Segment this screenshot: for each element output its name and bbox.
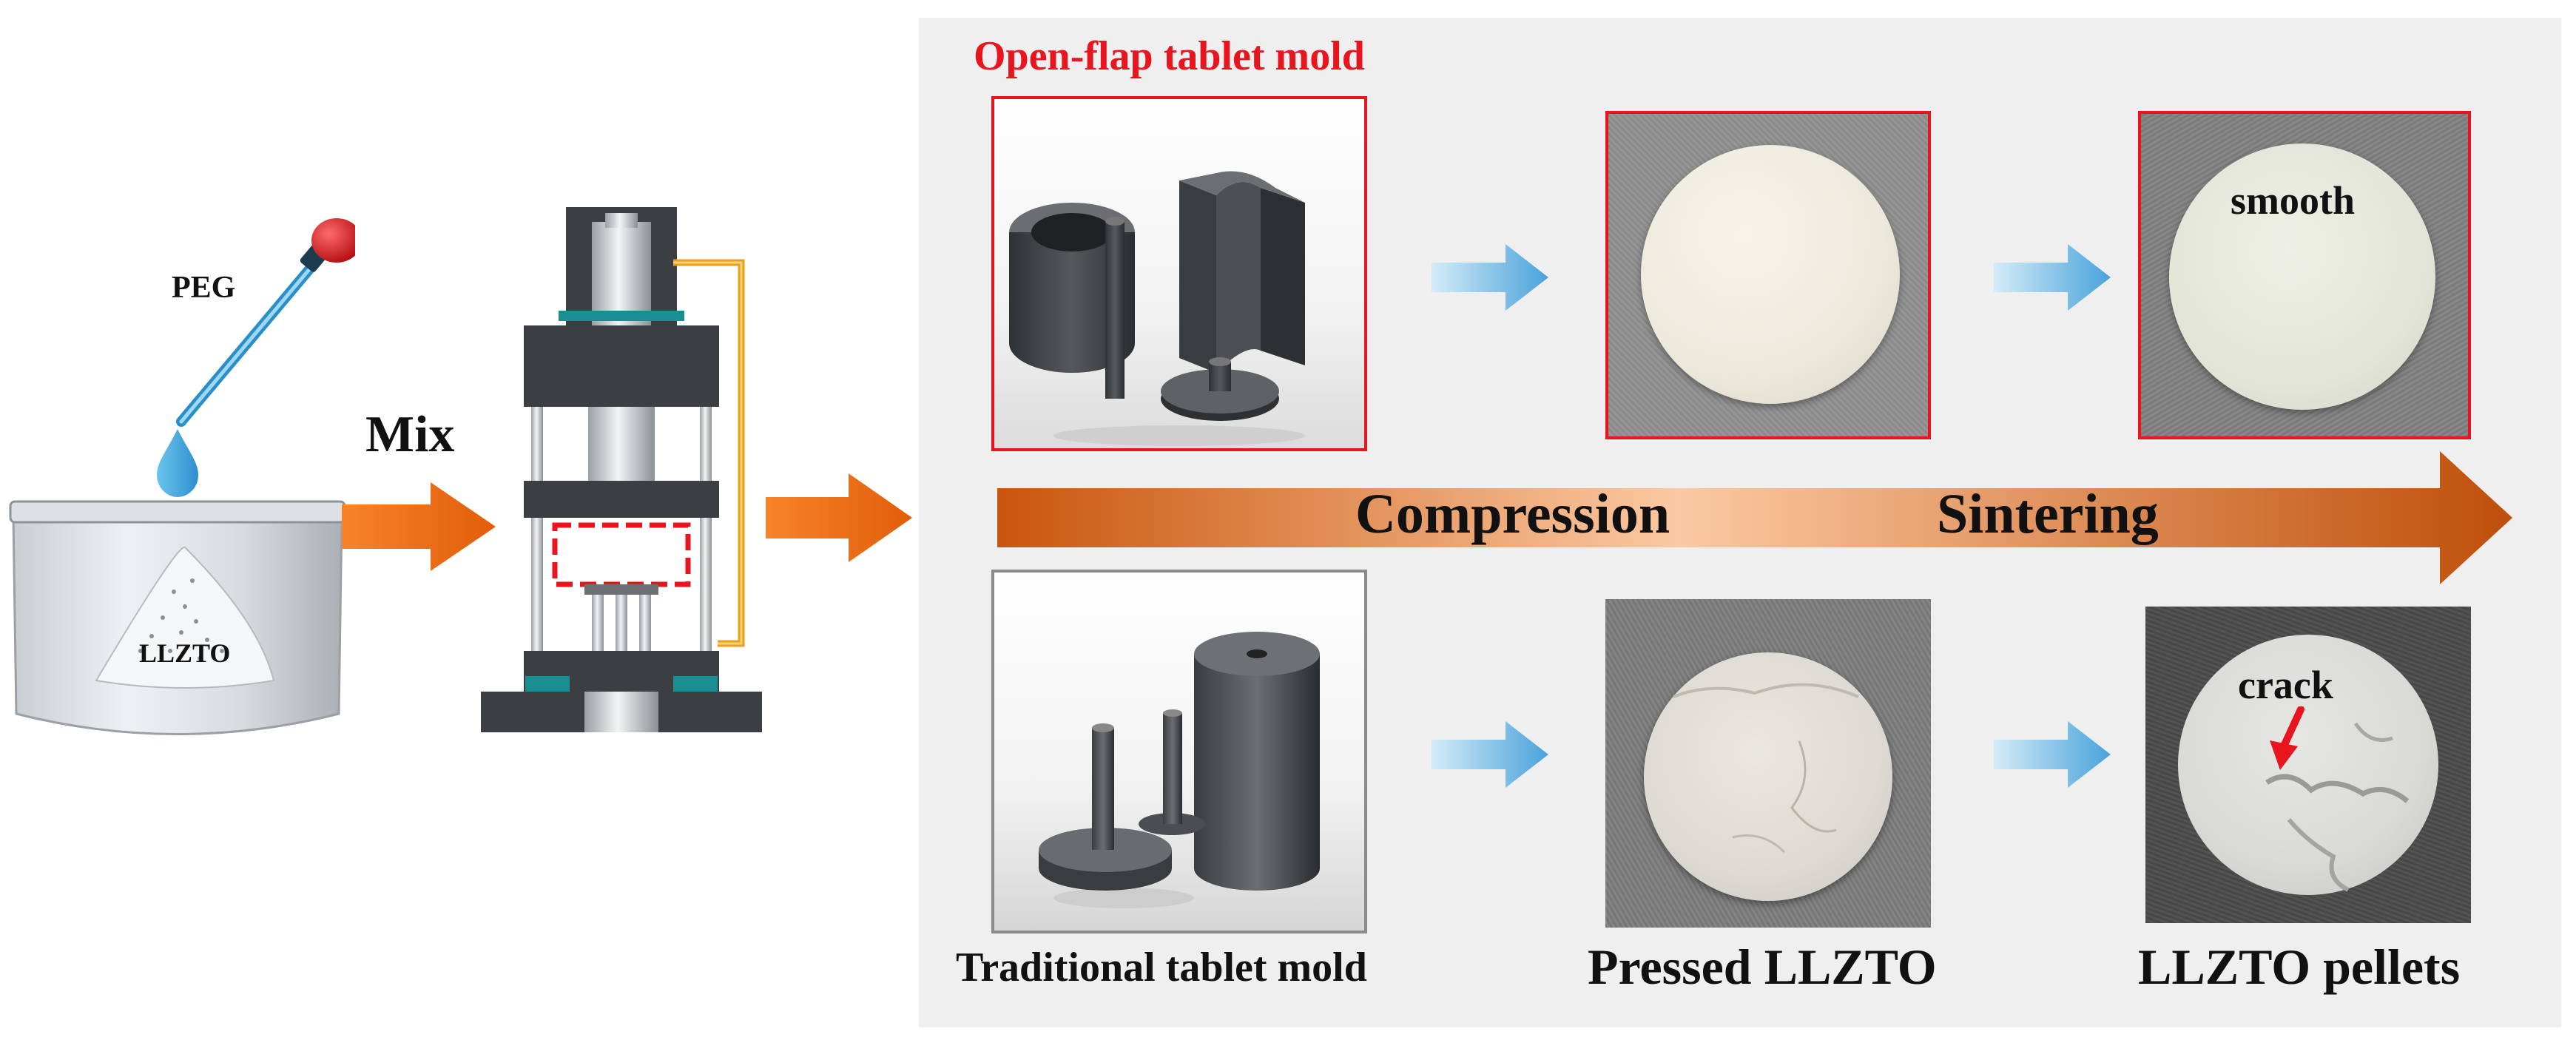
hydraulic-press-illustration [481,207,762,732]
crack-texture-icon [2265,722,2410,892]
llzto-beaker-label: LLZTO [139,638,231,668]
traditional-mold-image [991,570,1367,933]
traditional-mold-label: Traditional tablet mold [956,945,1367,990]
pellet-disk [2169,143,2435,410]
traditional-mold-icon [1039,632,1320,908]
pellet-disk [2178,635,2438,895]
crack-label: crack [2238,663,2333,707]
llzto-pellets-label: LLZTO pellets [2138,939,2461,995]
compression-label: Compression [1355,483,1670,545]
step-arrow-icon [1994,244,2111,311]
open-flap-mold-image [991,96,1367,451]
pressed-llzto-label: Pressed LLZTO [1588,939,1937,995]
step-arrow-icon [1994,721,2111,788]
pressed-pellet-open-flap-photo [1605,111,1931,439]
sintering-label: Sintering [1937,483,2159,545]
pressed-pellet-traditional-photo [1605,599,1931,928]
pellet-disk [1641,145,1900,404]
water-drop-icon [157,429,198,497]
open-flap-mold-label: Open-flap tablet mold [974,33,1365,79]
sintered-pellet-open-flap-photo [2138,111,2471,439]
step-arrow-icon [1432,721,1548,788]
sintered-pellet-traditional-photo [2145,607,2471,923]
crack-pointer-arrow-icon [2270,706,2304,770]
beaker-icon [9,500,346,735]
peg-label: PEG [172,271,236,305]
dropper-icon [176,218,355,427]
surface-texture-icon [1673,683,1859,854]
mix-arrow-icon [342,482,496,571]
compression-sintering-arrow [997,451,2512,584]
smooth-label: smooth [2231,178,2356,223]
step-arrow-icon [1432,244,1548,311]
beaker-with-dropper-illustration [9,218,355,735]
open-flap-mold-icon [1009,171,1305,446]
mix-label: Mix [365,406,455,463]
process-arrow-icon [766,473,912,562]
